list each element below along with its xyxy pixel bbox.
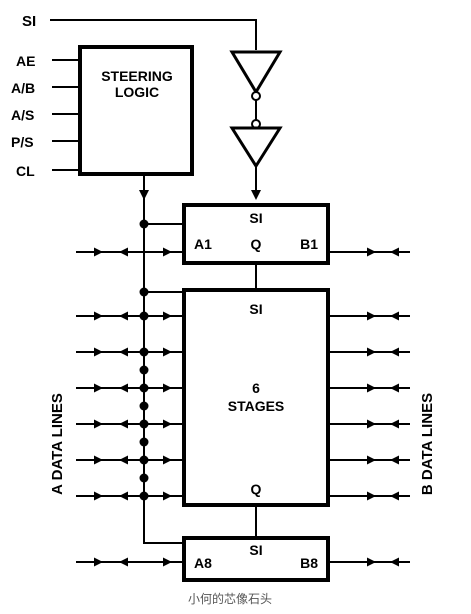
a-data-lines-label: A DATA LINES xyxy=(49,393,66,495)
b-line-out-arrow-icon xyxy=(367,247,376,257)
bus-junction-dot-11 xyxy=(139,473,149,483)
a-line-in-arrow-icon xyxy=(94,311,103,321)
middle-count-label: 6 xyxy=(252,380,260,396)
a-line-out-arrow-icon xyxy=(119,455,128,465)
stage-1-q-label: Q xyxy=(251,236,262,252)
stage-1-b-label: B1 xyxy=(300,236,318,252)
ab-label: A/B xyxy=(11,80,35,96)
a-line-out-arrow-icon xyxy=(119,383,128,393)
inversion-bubble-1-icon xyxy=(251,91,261,101)
a-line-in-arrow-icon xyxy=(94,419,103,429)
buffer-1-icon xyxy=(229,50,283,95)
stage1-si-arrow-icon xyxy=(251,190,261,200)
b-line-out-arrow-icon xyxy=(367,311,376,321)
b-line-out-arrow-icon xyxy=(367,557,376,567)
bus-junction-dot-7 xyxy=(139,401,149,411)
ps-label: P/S xyxy=(11,134,34,150)
control-bus-wire xyxy=(143,224,184,544)
steering-logic-block xyxy=(78,45,194,176)
b-line-out-arrow-icon xyxy=(367,383,376,393)
b-line-in-arrow-icon xyxy=(390,419,399,429)
b-line-in-arrow-icon xyxy=(390,491,399,501)
stage-1-si-label: SI xyxy=(249,210,262,226)
stage-8-b-label: B8 xyxy=(300,555,318,571)
a-line-in-arrow-icon xyxy=(94,491,103,501)
a-line-block-arrow-icon xyxy=(163,311,172,321)
a-line-out-arrow-icon xyxy=(119,347,128,357)
a-line-block-arrow-icon xyxy=(163,419,172,429)
a-line-block-arrow-icon xyxy=(163,347,172,357)
a-line-in-arrow-icon xyxy=(94,557,103,567)
b-line-in-arrow-icon xyxy=(390,247,399,257)
a-line-in-arrow-icon xyxy=(94,347,103,357)
b-data-lines-label: B DATA LINES xyxy=(419,393,436,495)
a-line-block-arrow-icon xyxy=(163,247,172,257)
b-line-out-arrow-icon xyxy=(367,419,376,429)
control-bus-taps xyxy=(139,219,184,501)
stage-1-block xyxy=(182,203,330,265)
a-line-in-arrow-icon xyxy=(94,455,103,465)
b-line-in-arrow-icon xyxy=(390,383,399,393)
as-label: A/S xyxy=(11,107,34,123)
buffer-2-icon xyxy=(229,126,283,169)
data-lines xyxy=(76,247,410,567)
a-line-in-arrow-icon xyxy=(94,247,103,257)
b-line-in-arrow-icon xyxy=(390,557,399,567)
middle-q-label: Q xyxy=(251,481,262,497)
a-line-out-arrow-icon xyxy=(119,557,128,567)
watermark-text: 小何的芯像石头 xyxy=(188,591,272,606)
bus-junction-dot-5 xyxy=(139,365,149,375)
b-line-out-arrow-icon xyxy=(367,491,376,501)
steering-output-arrow-icon xyxy=(139,190,149,200)
steering-logic-title-2: LOGIC xyxy=(115,84,159,100)
a-line-block-arrow-icon xyxy=(163,455,172,465)
b-line-out-arrow-icon xyxy=(367,347,376,357)
stage-8-si-label: SI xyxy=(249,542,262,558)
stage-8-block xyxy=(182,536,330,582)
b-line-in-arrow-icon xyxy=(390,311,399,321)
a-line-block-arrow-icon xyxy=(163,491,172,501)
b-line-in-arrow-icon xyxy=(390,347,399,357)
stage-1-a-label: A1 xyxy=(194,236,212,252)
middle-stages-label: STAGES xyxy=(228,398,285,414)
a-line-out-arrow-icon xyxy=(119,311,128,321)
middle-si-label: SI xyxy=(249,301,262,317)
a-line-out-arrow-icon xyxy=(119,247,128,257)
a-line-out-arrow-icon xyxy=(119,419,128,429)
a-line-block-arrow-icon xyxy=(163,557,172,567)
b-line-out-arrow-icon xyxy=(367,455,376,465)
a-line-in-arrow-icon xyxy=(94,383,103,393)
steering-logic-title-1: STEERING xyxy=(101,68,173,84)
si-input-wire xyxy=(50,19,257,50)
ae-label: AE xyxy=(16,53,35,69)
b-line-in-arrow-icon xyxy=(390,455,399,465)
cl-label: CL xyxy=(16,163,35,179)
si-input-label: SI xyxy=(22,13,36,30)
a-line-block-arrow-icon xyxy=(163,383,172,393)
stage-8-a-label: A8 xyxy=(194,555,212,571)
a-line-out-arrow-icon xyxy=(119,491,128,501)
bus-junction-dot-9 xyxy=(139,437,149,447)
